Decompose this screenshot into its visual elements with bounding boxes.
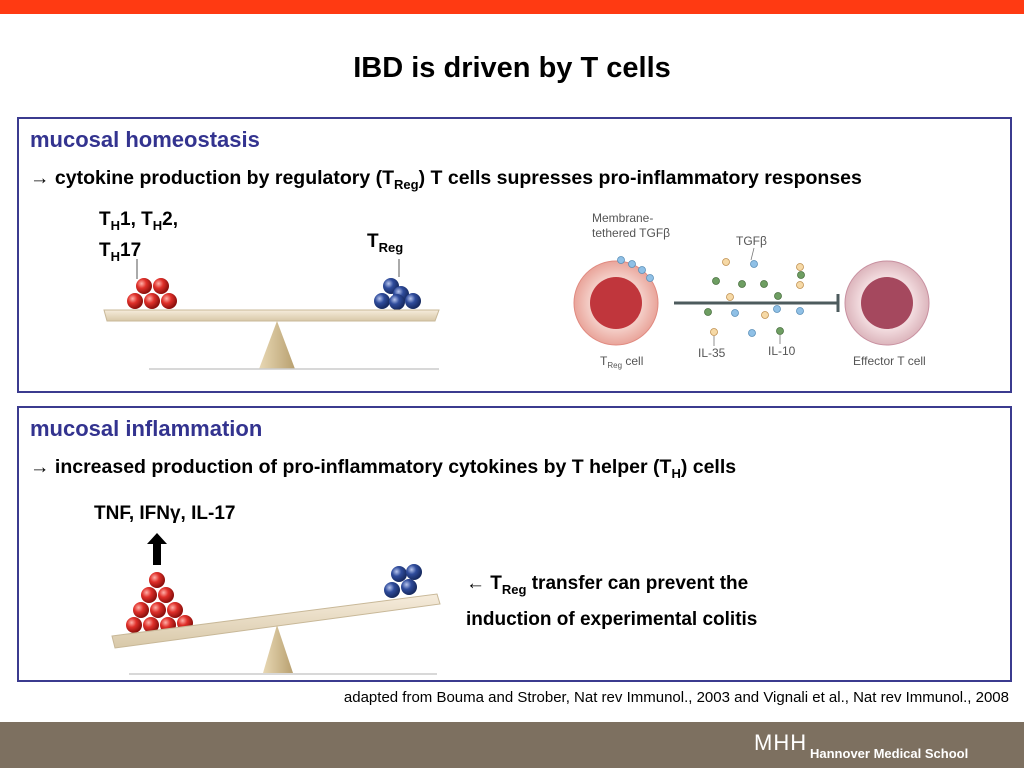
il10-label: IL-10	[768, 344, 796, 358]
membrane-tgfb-label-line2: tethered TGFβ	[592, 226, 670, 240]
th-cell	[141, 587, 157, 603]
th-cell-cluster	[127, 278, 177, 309]
cytokines-label: TNF, IFNγ, IL-17	[94, 503, 236, 524]
th-cell	[161, 293, 177, 309]
mhh-logo: MHH	[754, 730, 808, 755]
seesaw-plank	[103, 309, 440, 322]
tilted-seesaw-fulcrum	[263, 625, 293, 673]
treg-cell-caption: TReg cell	[600, 354, 643, 370]
inflammation-panel: mucosal inflammation → increased product…	[17, 406, 1012, 682]
footer-bar: MHH Hannover Medical School	[0, 722, 1024, 768]
tilted-seesaw-plank	[111, 593, 441, 649]
cytokine-dots	[704, 258, 805, 337]
treg-cell	[384, 582, 400, 598]
th-cell	[167, 602, 183, 618]
imbalanced-seesaw-diagram	[111, 533, 441, 675]
th-cell	[144, 293, 160, 309]
treg-cell	[406, 564, 422, 580]
effector-nucleus	[861, 277, 913, 329]
treg-transfer-note: ← TReg transfer can prevent the inductio…	[466, 573, 758, 630]
treg-cell	[405, 293, 421, 309]
effector-t-cell-caption: Effector T cell	[853, 354, 926, 368]
th-cell	[149, 572, 165, 588]
th-subsets-label: TH1, TH2, TH17	[99, 209, 178, 264]
seesaw-fulcrum	[259, 321, 295, 369]
th-cell	[136, 278, 152, 294]
tgfb-label: TGFβ	[736, 234, 767, 248]
treg-cell	[401, 579, 417, 595]
th-cell	[127, 293, 143, 309]
th-cell	[126, 617, 142, 633]
treg-nucleus	[590, 277, 642, 329]
th-cell	[153, 278, 169, 294]
homeostasis-panel: mucosal homeostasis → cytokine productio…	[17, 117, 1012, 393]
top-accent-bar	[0, 0, 1024, 14]
slide-title: IBD is driven by T cells	[353, 52, 671, 84]
treg-cell	[391, 566, 407, 582]
homeostasis-heading: mucosal homeostasis	[30, 127, 260, 152]
source-citation: adapted from Bouma and Strober, Nat rev …	[343, 689, 1009, 706]
inflammation-heading: mucosal inflammation	[30, 416, 263, 441]
treg-cell-cluster	[374, 278, 421, 310]
il35-label: IL-35	[698, 346, 726, 360]
th-cell	[158, 587, 174, 603]
homeostasis-description: → cytokine production by regulatory (TRe…	[30, 167, 862, 192]
school-name: Hannover Medical School	[810, 746, 969, 761]
membrane-tgfb-label-line1: Membrane-	[592, 211, 653, 225]
treg-cell-cluster-small	[384, 564, 422, 598]
th-cell	[143, 617, 159, 633]
treg-suppression-diagram: Membrane- tethered TGFβ TGFβ	[573, 211, 930, 370]
th-cell-cluster-large	[126, 572, 193, 633]
inflammation-description: → increased production of pro-inflammato…	[30, 456, 737, 481]
balanced-seesaw-diagram	[103, 259, 440, 370]
treg-cell	[389, 294, 405, 310]
treg-cell	[374, 293, 390, 309]
treg-label: TReg	[367, 231, 404, 255]
increase-arrow-icon	[147, 533, 167, 565]
th-cell	[150, 602, 166, 618]
th-cell	[133, 602, 149, 618]
membrane-tgfb-dots	[617, 256, 654, 282]
